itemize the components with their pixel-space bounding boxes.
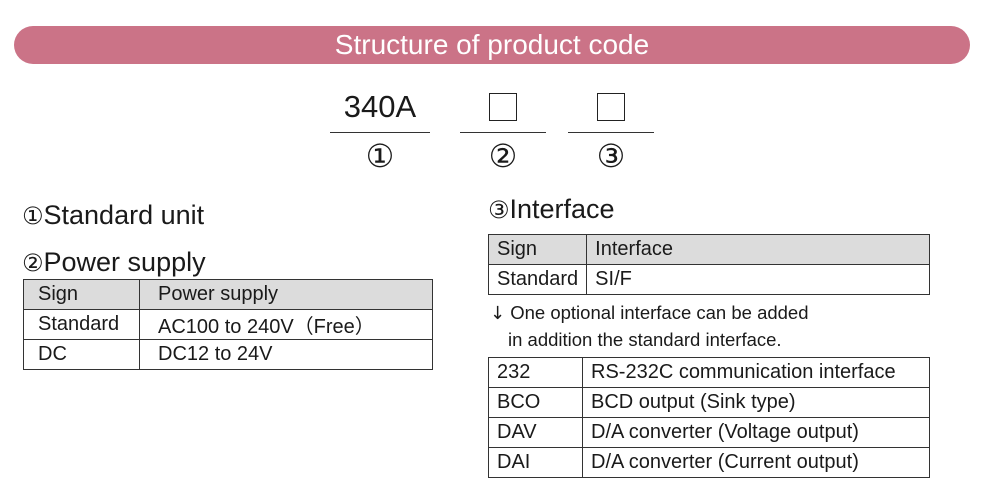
table-cell: 232	[488, 357, 583, 388]
column-header: Sign	[487, 234, 588, 265]
note-line-1: ↓ One optional interface can be added	[490, 300, 809, 327]
table-cell: BCO	[488, 387, 583, 418]
table-row: DAI D/A converter (Current output)	[488, 447, 930, 478]
table-header-row: Sign Power supply	[23, 279, 433, 310]
table-row: BCO BCD output (Sink type)	[488, 387, 930, 418]
interface-heading: ③Interface	[488, 192, 615, 227]
table-cell: DAI	[488, 447, 583, 478]
table-cell: RS-232C communication interface	[582, 357, 930, 388]
table-cell: DAV	[488, 417, 583, 448]
table-cell: Standard	[23, 309, 140, 340]
table-cell: AC100 to 240V（Free）	[139, 309, 433, 340]
table-row: Standard AC100 to 240V（Free）	[23, 309, 433, 340]
circled-number: ①	[22, 202, 44, 230]
down-arrow-icon: ↓	[490, 303, 506, 324]
note-text: One optional interface can be added	[510, 302, 809, 323]
section-banner: Structure of product code	[14, 26, 970, 64]
code-position-2: ②	[488, 137, 518, 175]
heading-text: Interface	[509, 194, 615, 224]
table-cell: DC12 to 24V	[139, 339, 433, 370]
empty-box-icon	[597, 92, 625, 121]
code-position-3: ③	[596, 137, 626, 175]
code-slot-3	[568, 84, 654, 133]
table-cell: BCD output (Sink type)	[582, 387, 930, 418]
table-cell: D/A converter (Voltage output)	[582, 417, 930, 448]
table-cell: Standard	[487, 264, 588, 295]
heading-text: Standard unit	[43, 200, 205, 230]
table-row: DAV D/A converter (Voltage output)	[488, 417, 930, 448]
table-cell: SI/F	[586, 264, 930, 295]
table-header-row: Sign Interface	[487, 234, 930, 265]
empty-box-icon	[489, 92, 517, 121]
column-header: Power supply	[139, 279, 433, 310]
circled-number: ②	[22, 249, 44, 277]
table-row: 232 RS-232C communication interface	[488, 357, 930, 388]
note-line-2: in addition the standard interface.	[508, 329, 782, 350]
table-row: Standard SI/F	[487, 264, 930, 295]
table-cell: DC	[23, 339, 140, 370]
standard-unit-heading: ①Standard unit	[22, 198, 204, 233]
interface-note: ↓ One optional interface can be added in…	[490, 300, 809, 353]
table-row: DC DC12 to 24V	[23, 339, 433, 370]
code-base-text: 340A	[343, 89, 417, 124]
power-supply-heading: ②Power supply	[22, 245, 206, 280]
code-position-1: ①	[365, 137, 395, 175]
interface-table: Sign Interface Standard SI/F	[487, 234, 930, 295]
heading-text: Power supply	[43, 247, 206, 277]
interface-options-table: 232 RS-232C communication interface BCO …	[488, 357, 930, 478]
circled-number: ③	[488, 196, 510, 224]
code-slot-2	[460, 84, 546, 133]
column-header: Sign	[23, 279, 140, 310]
table-cell: D/A converter (Current output)	[582, 447, 930, 478]
code-base: 340A	[330, 84, 430, 133]
power-supply-table: Sign Power supply Standard AC100 to 240V…	[23, 279, 433, 370]
column-header: Interface	[586, 234, 930, 265]
